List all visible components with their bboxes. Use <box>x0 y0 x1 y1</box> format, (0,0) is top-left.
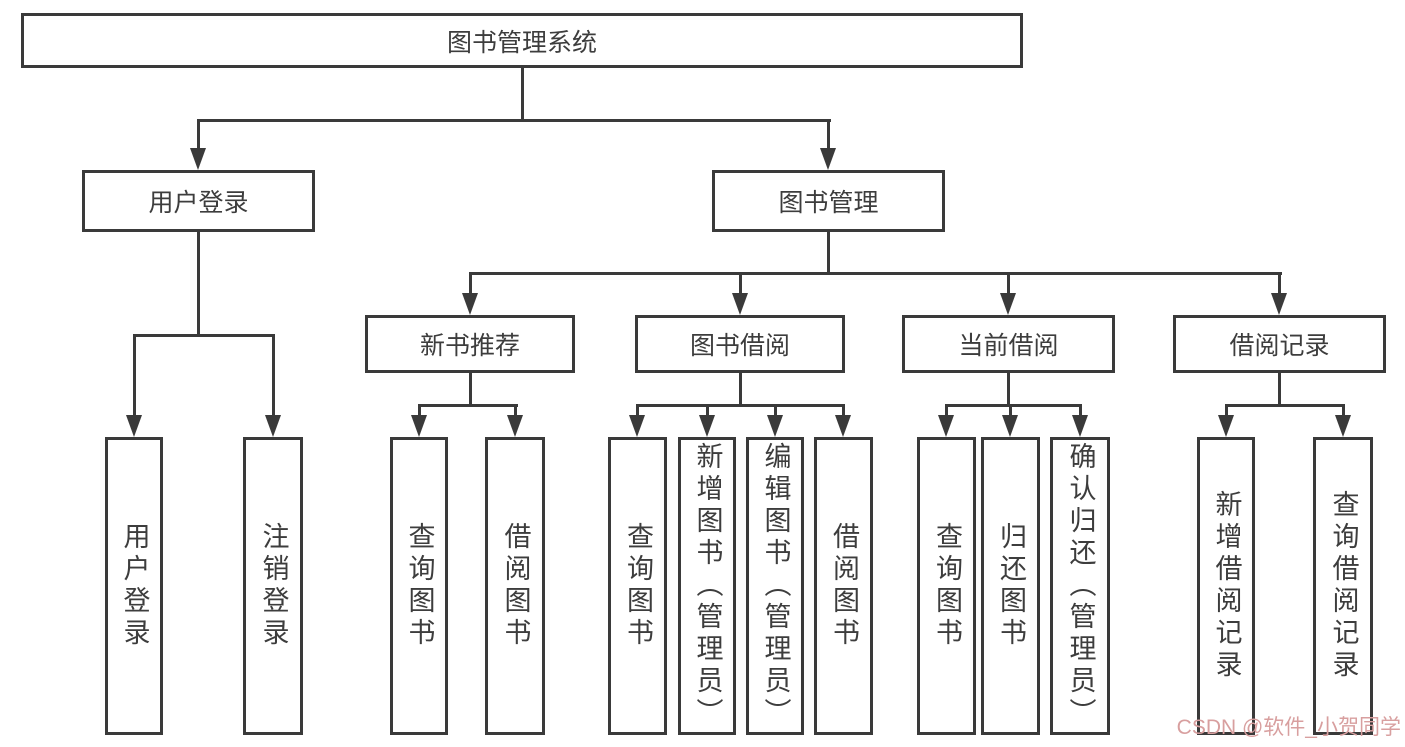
edge-book-mgmt-stem <box>827 232 830 275</box>
edge-new-book-bar <box>418 404 518 407</box>
arrow-down-icon <box>507 415 523 437</box>
edge-drop-book-mgmt <box>827 119 830 152</box>
arrow-down-icon <box>190 148 206 170</box>
edge-borrow-rec-bar <box>1225 404 1345 407</box>
edge-drop-new-book <box>469 272 472 297</box>
leaf-user-login: 用户登录 <box>105 437 163 735</box>
arrow-down-icon <box>462 293 478 315</box>
edge-drop-nb1 <box>418 404 421 419</box>
node-library-system: 图书管理系统 <box>21 13 1023 68</box>
edge-user-login-stem <box>197 232 200 337</box>
edge-book-borrow-stem <box>739 373 742 407</box>
arrow-down-icon <box>820 148 836 170</box>
edge-drop-br2 <box>1342 404 1345 419</box>
arrow-down-icon <box>265 415 281 437</box>
edge-drop-bb3 <box>774 404 777 419</box>
edge-book-mgmt-bar <box>469 272 1282 275</box>
edge-cur-borrow-bar <box>945 404 1082 407</box>
leaf-cb-confirm-return-admin: 确认归还（管理员） <box>1050 437 1110 735</box>
arrow-down-icon <box>629 415 645 437</box>
watermark: CSDN @软件_小贺同学 <box>1176 716 1401 739</box>
edge-root-stem <box>521 68 524 122</box>
edge-drop-cb2 <box>1009 404 1012 419</box>
arrow-down-icon <box>1271 293 1287 315</box>
edge-user-login-bar <box>133 334 275 337</box>
edge-drop-borrow-rec <box>1278 272 1281 297</box>
arrow-down-icon <box>411 415 427 437</box>
edge-drop-bb2 <box>706 404 709 419</box>
node-borrow-records: 借阅记录 <box>1173 315 1386 373</box>
arrow-down-icon <box>1072 415 1088 437</box>
leaf-nb-query-books: 查询图书 <box>390 437 448 735</box>
arrow-down-icon <box>938 415 954 437</box>
node-book-management: 图书管理 <box>712 170 945 232</box>
edge-drop-bb4 <box>842 404 845 419</box>
node-user-login: 用户登录 <box>82 170 315 232</box>
edge-drop-cb1 <box>945 404 948 419</box>
edge-drop-nb2 <box>514 404 517 419</box>
leaf-bb-add-book-admin: 新增图书（管理员） <box>678 437 736 735</box>
leaf-bb-query-books: 查询图书 <box>608 437 667 735</box>
leaf-nb-borrow-books: 借阅图书 <box>485 437 545 735</box>
leaf-logout: 注销登录 <box>243 437 303 735</box>
edge-new-book-stem <box>469 373 472 407</box>
arrow-down-icon <box>1335 415 1351 437</box>
arrow-down-icon <box>1218 415 1234 437</box>
arrow-down-icon <box>1000 293 1016 315</box>
leaf-cb-return-books: 归还图书 <box>981 437 1040 735</box>
edge-drop-leaf-user-login <box>133 334 136 418</box>
edge-drop-cur-borrow <box>1007 272 1010 297</box>
arrow-down-icon <box>126 415 142 437</box>
leaf-bb-edit-book-admin: 编辑图书（管理员） <box>746 437 804 735</box>
edge-drop-user-login <box>197 119 200 152</box>
edge-drop-br1 <box>1225 404 1228 419</box>
edge-drop-cb3 <box>1079 404 1082 419</box>
edge-root-bar <box>197 119 831 122</box>
edge-drop-book-borrow <box>739 272 742 297</box>
edge-cur-borrow-stem <box>1007 373 1010 407</box>
arrow-down-icon <box>732 293 748 315</box>
edge-drop-leaf-logout <box>272 334 275 418</box>
arrow-down-icon <box>767 415 783 437</box>
edge-borrow-rec-stem <box>1278 373 1281 407</box>
edge-drop-bb1 <box>636 404 639 419</box>
node-new-book-recommend: 新书推荐 <box>365 315 575 373</box>
leaf-br-add-record: 新增借阅记录 <box>1197 437 1255 735</box>
leaf-cb-query-books: 查询图书 <box>917 437 976 735</box>
arrow-down-icon <box>1002 415 1018 437</box>
edge-book-borrow-bar <box>636 404 845 407</box>
arrow-down-icon <box>835 415 851 437</box>
node-book-borrowing: 图书借阅 <box>635 315 845 373</box>
arrow-down-icon <box>699 415 715 437</box>
leaf-br-query-record: 查询借阅记录 <box>1313 437 1373 735</box>
node-current-borrowing: 当前借阅 <box>902 315 1115 373</box>
leaf-bb-borrow-books: 借阅图书 <box>814 437 873 735</box>
